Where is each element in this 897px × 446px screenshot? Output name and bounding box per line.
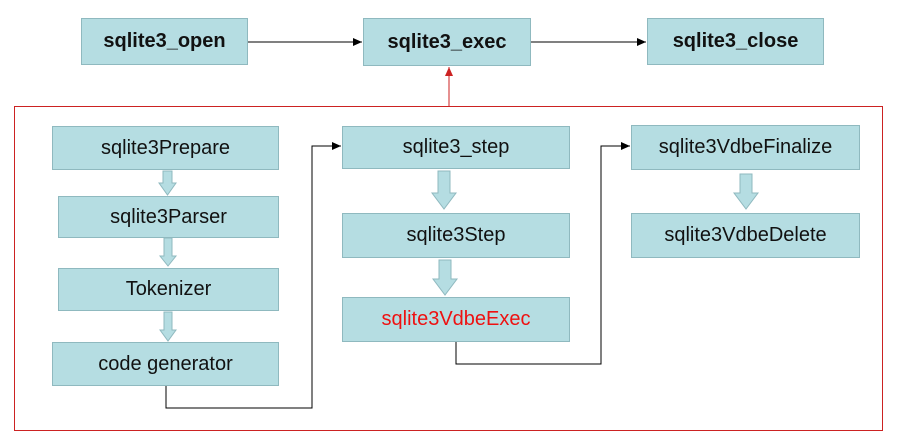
codegen-to-step-connector — [165, 142, 341, 409]
sqlite3-prepare-box: sqlite3Prepare — [52, 126, 279, 170]
vdbeexec-to-finalize-connector — [455, 142, 630, 365]
detail-group-frame — [14, 106, 883, 431]
down-arrow-icon — [733, 173, 759, 210]
sqlite3-step-internal-box: sqlite3Step — [342, 213, 570, 258]
sqlite3-vdbe-exec-box: sqlite3VdbeExec — [342, 297, 570, 342]
sqlite3-close-box: sqlite3_close — [647, 18, 824, 65]
down-arrow-icon — [432, 259, 458, 296]
sqlite3-vdbe-finalize-box: sqlite3VdbeFinalize — [631, 125, 860, 170]
tokenizer-box: Tokenizer — [58, 268, 279, 311]
sqlite3-open-box: sqlite3_open — [81, 18, 248, 65]
sqlite3-vdbe-delete-box: sqlite3VdbeDelete — [631, 213, 860, 258]
down-arrow-icon — [158, 237, 178, 267]
down-arrow-icon — [158, 170, 177, 196]
code-generator-box: code generator — [52, 342, 279, 386]
sqlite3-parser-box: sqlite3Parser — [58, 196, 279, 238]
down-arrow-icon — [431, 170, 457, 210]
sqlite3-exec-box: sqlite3_exec — [363, 18, 531, 66]
down-arrow-icon — [159, 311, 177, 342]
sqlite3-step-box: sqlite3_step — [342, 126, 570, 169]
